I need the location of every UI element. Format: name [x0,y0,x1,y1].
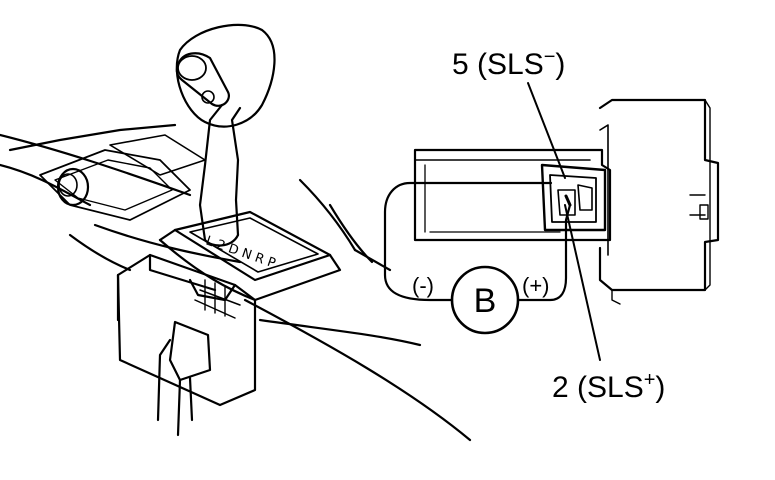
side-knob-icon [56,167,90,207]
negative-terminal-label: (-) [412,273,434,298]
battery-symbol [450,265,520,335]
pin2-label: 2 (SLS+) [552,369,665,404]
shift-lever [198,103,242,247]
pin2-label-sup: + [644,369,656,391]
positive-terminal-label: (+) [522,273,550,298]
gate-position-letters: L 2 D N R P [204,234,278,272]
pin5-label: 5 (SLS−) [452,46,565,81]
transmission-connector [116,253,257,437]
pin2-label-main: 2 (SLS [552,371,644,404]
battery-label: B [474,282,497,320]
pin5-label-sup: − [544,46,556,68]
test-circuit [383,181,572,302]
solenoid-connector [413,98,720,305]
console-illustration [0,123,472,442]
shift-knob-icon [175,23,276,128]
pin2-label-close: ) [655,371,665,404]
pin5-label-main: 5 (SLS [452,48,544,81]
pin5-label-close: ) [555,48,565,81]
